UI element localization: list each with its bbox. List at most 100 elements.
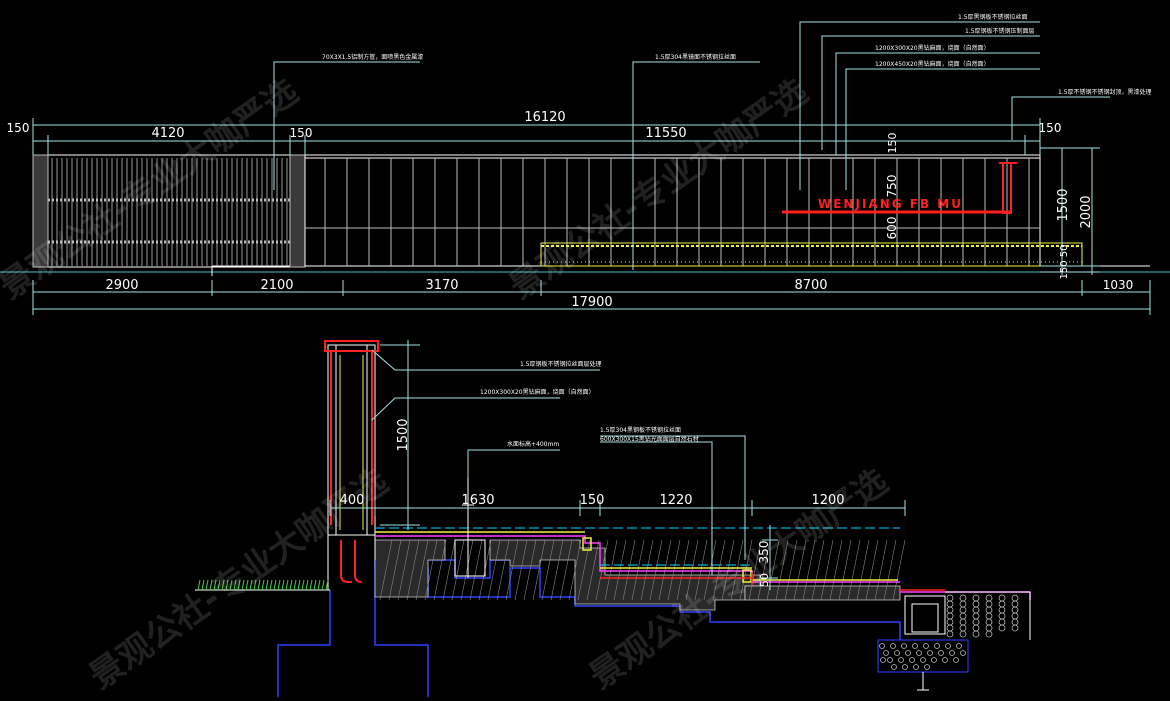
sec-dim-3: 1220 bbox=[659, 493, 692, 508]
gravel-stone bbox=[959, 624, 967, 632]
drawing-line bbox=[847, 539, 861, 601]
edge-trims bbox=[375, 531, 898, 583]
drawing-line bbox=[309, 579, 313, 591]
gravel-stone bbox=[1011, 624, 1019, 632]
gravel-stone bbox=[960, 650, 966, 656]
elev-note-5: 1200X450X20黑钻麻面，烧面（自然面） bbox=[875, 60, 990, 68]
drawing-line bbox=[397, 539, 411, 601]
drawing-line bbox=[658, 539, 672, 601]
drawing-line bbox=[233, 579, 237, 591]
section-view: 1500 400 1630 150 1220 1200 350 50 1.5厚钢… bbox=[195, 340, 1031, 697]
dim-bottom-2: 3170 bbox=[425, 278, 458, 293]
sec-note-3: 1.5厚304黑钢板不锈钢拉丝面 bbox=[600, 426, 681, 434]
drawing-line bbox=[496, 539, 510, 601]
drawing-line bbox=[568, 539, 582, 601]
sec-note-1: 1200X300X20黑钻麻面，烧面（自然面） bbox=[480, 388, 595, 396]
elev-note-2: 1.5厚黑钢板不锈钢拉丝面 bbox=[958, 13, 1028, 21]
gravel-stone bbox=[956, 643, 962, 649]
right-post-hatch bbox=[289, 154, 306, 268]
dim-top-3: 11550 bbox=[645, 126, 686, 141]
elev-note-6: 1.5厚不锈钢不锈钢封顶，黑漆处理 bbox=[1058, 88, 1152, 96]
gravel-stone bbox=[985, 600, 993, 608]
right-dimension bbox=[1040, 147, 1100, 275]
gravel-stone bbox=[972, 612, 980, 620]
drawing-line bbox=[604, 539, 618, 601]
gravel-stone bbox=[924, 664, 930, 670]
drawing-line bbox=[201, 579, 205, 591]
drawing-line bbox=[325, 579, 329, 591]
dim-right-v1: 750 bbox=[885, 175, 899, 198]
gravel-stone bbox=[913, 664, 919, 670]
drawing-line bbox=[269, 579, 273, 591]
bottom-dimension bbox=[32, 280, 1151, 315]
gravel-stone bbox=[972, 624, 980, 632]
gravel-stone bbox=[972, 594, 980, 602]
gravel-stone bbox=[946, 618, 954, 626]
gravel-stone bbox=[985, 594, 993, 602]
drawing-line bbox=[197, 579, 201, 591]
drawing-line bbox=[433, 539, 447, 601]
gravel-stone bbox=[946, 600, 954, 608]
drawing-line bbox=[305, 579, 309, 591]
drawing-line bbox=[213, 579, 217, 591]
dim-top-0: 150 bbox=[7, 121, 30, 135]
drawing-line bbox=[249, 579, 253, 591]
gravel-stone bbox=[985, 624, 993, 632]
sec-dim-4: 1200 bbox=[811, 493, 844, 508]
gravel-stone bbox=[959, 612, 967, 620]
drawing-line bbox=[297, 579, 301, 591]
gravel-stone bbox=[942, 657, 948, 663]
drawing-line bbox=[281, 579, 285, 591]
wall-section bbox=[327, 344, 376, 590]
sec-note-0: 1.5厚钢板不锈钢拉丝面层处理 bbox=[520, 360, 602, 368]
gravel-stone bbox=[890, 643, 896, 649]
drawing-line bbox=[856, 539, 870, 601]
wall-inner-yellow bbox=[339, 355, 364, 530]
drawing-line bbox=[221, 579, 225, 591]
gravel-stone bbox=[959, 606, 967, 614]
gravel-stone bbox=[998, 606, 1006, 614]
gravel-stone bbox=[959, 618, 967, 626]
drawing-line bbox=[640, 539, 654, 601]
gravel-stone bbox=[901, 643, 907, 649]
gravel-stone bbox=[946, 606, 954, 614]
section-leaders bbox=[371, 349, 746, 575]
gravel-stone bbox=[959, 594, 967, 602]
dim-right-v2: 600 bbox=[885, 217, 899, 240]
drawing-line bbox=[514, 539, 528, 601]
water-basin bbox=[540, 242, 1083, 267]
gravel-stone bbox=[891, 664, 897, 670]
gravel-stone bbox=[923, 643, 929, 649]
drawing-line bbox=[721, 539, 735, 601]
drawing-line bbox=[523, 539, 537, 601]
drawing-line bbox=[245, 579, 249, 591]
drawing-line bbox=[253, 579, 257, 591]
gravel-stone bbox=[1011, 618, 1019, 626]
gravel-stone bbox=[883, 650, 889, 656]
gravel-stone bbox=[985, 606, 993, 614]
gravel-stone bbox=[909, 657, 915, 663]
sign-text: WENJIANG FB MU bbox=[818, 197, 963, 211]
watermarks: 景观公社-专业大咖严选 景观公社-专业大咖严选 景观公社-专业大咖严选 景观公社… bbox=[0, 71, 895, 697]
gravel-stone bbox=[1011, 594, 1019, 602]
dim-bottom-4: 1030 bbox=[1103, 278, 1134, 292]
gravel-stone bbox=[953, 657, 959, 663]
drawing-line bbox=[622, 539, 636, 601]
gravel-stone bbox=[998, 594, 1006, 602]
gravel-stone bbox=[879, 643, 885, 649]
drawing-line bbox=[237, 579, 241, 591]
gravel-stone bbox=[985, 630, 993, 638]
drawing-line bbox=[667, 539, 681, 601]
drawing-line bbox=[205, 579, 209, 591]
gravel-stone bbox=[912, 643, 918, 649]
drawing-line bbox=[321, 579, 325, 591]
gravel-stone bbox=[972, 630, 980, 638]
drawing-line bbox=[209, 579, 213, 591]
drawing-line bbox=[793, 539, 807, 601]
drawing-line bbox=[550, 539, 564, 601]
drawing-line bbox=[273, 579, 277, 591]
drawing-line bbox=[265, 579, 269, 591]
drawing-line bbox=[313, 579, 317, 591]
drawing-line bbox=[505, 539, 519, 601]
gravel-stone bbox=[902, 664, 908, 670]
